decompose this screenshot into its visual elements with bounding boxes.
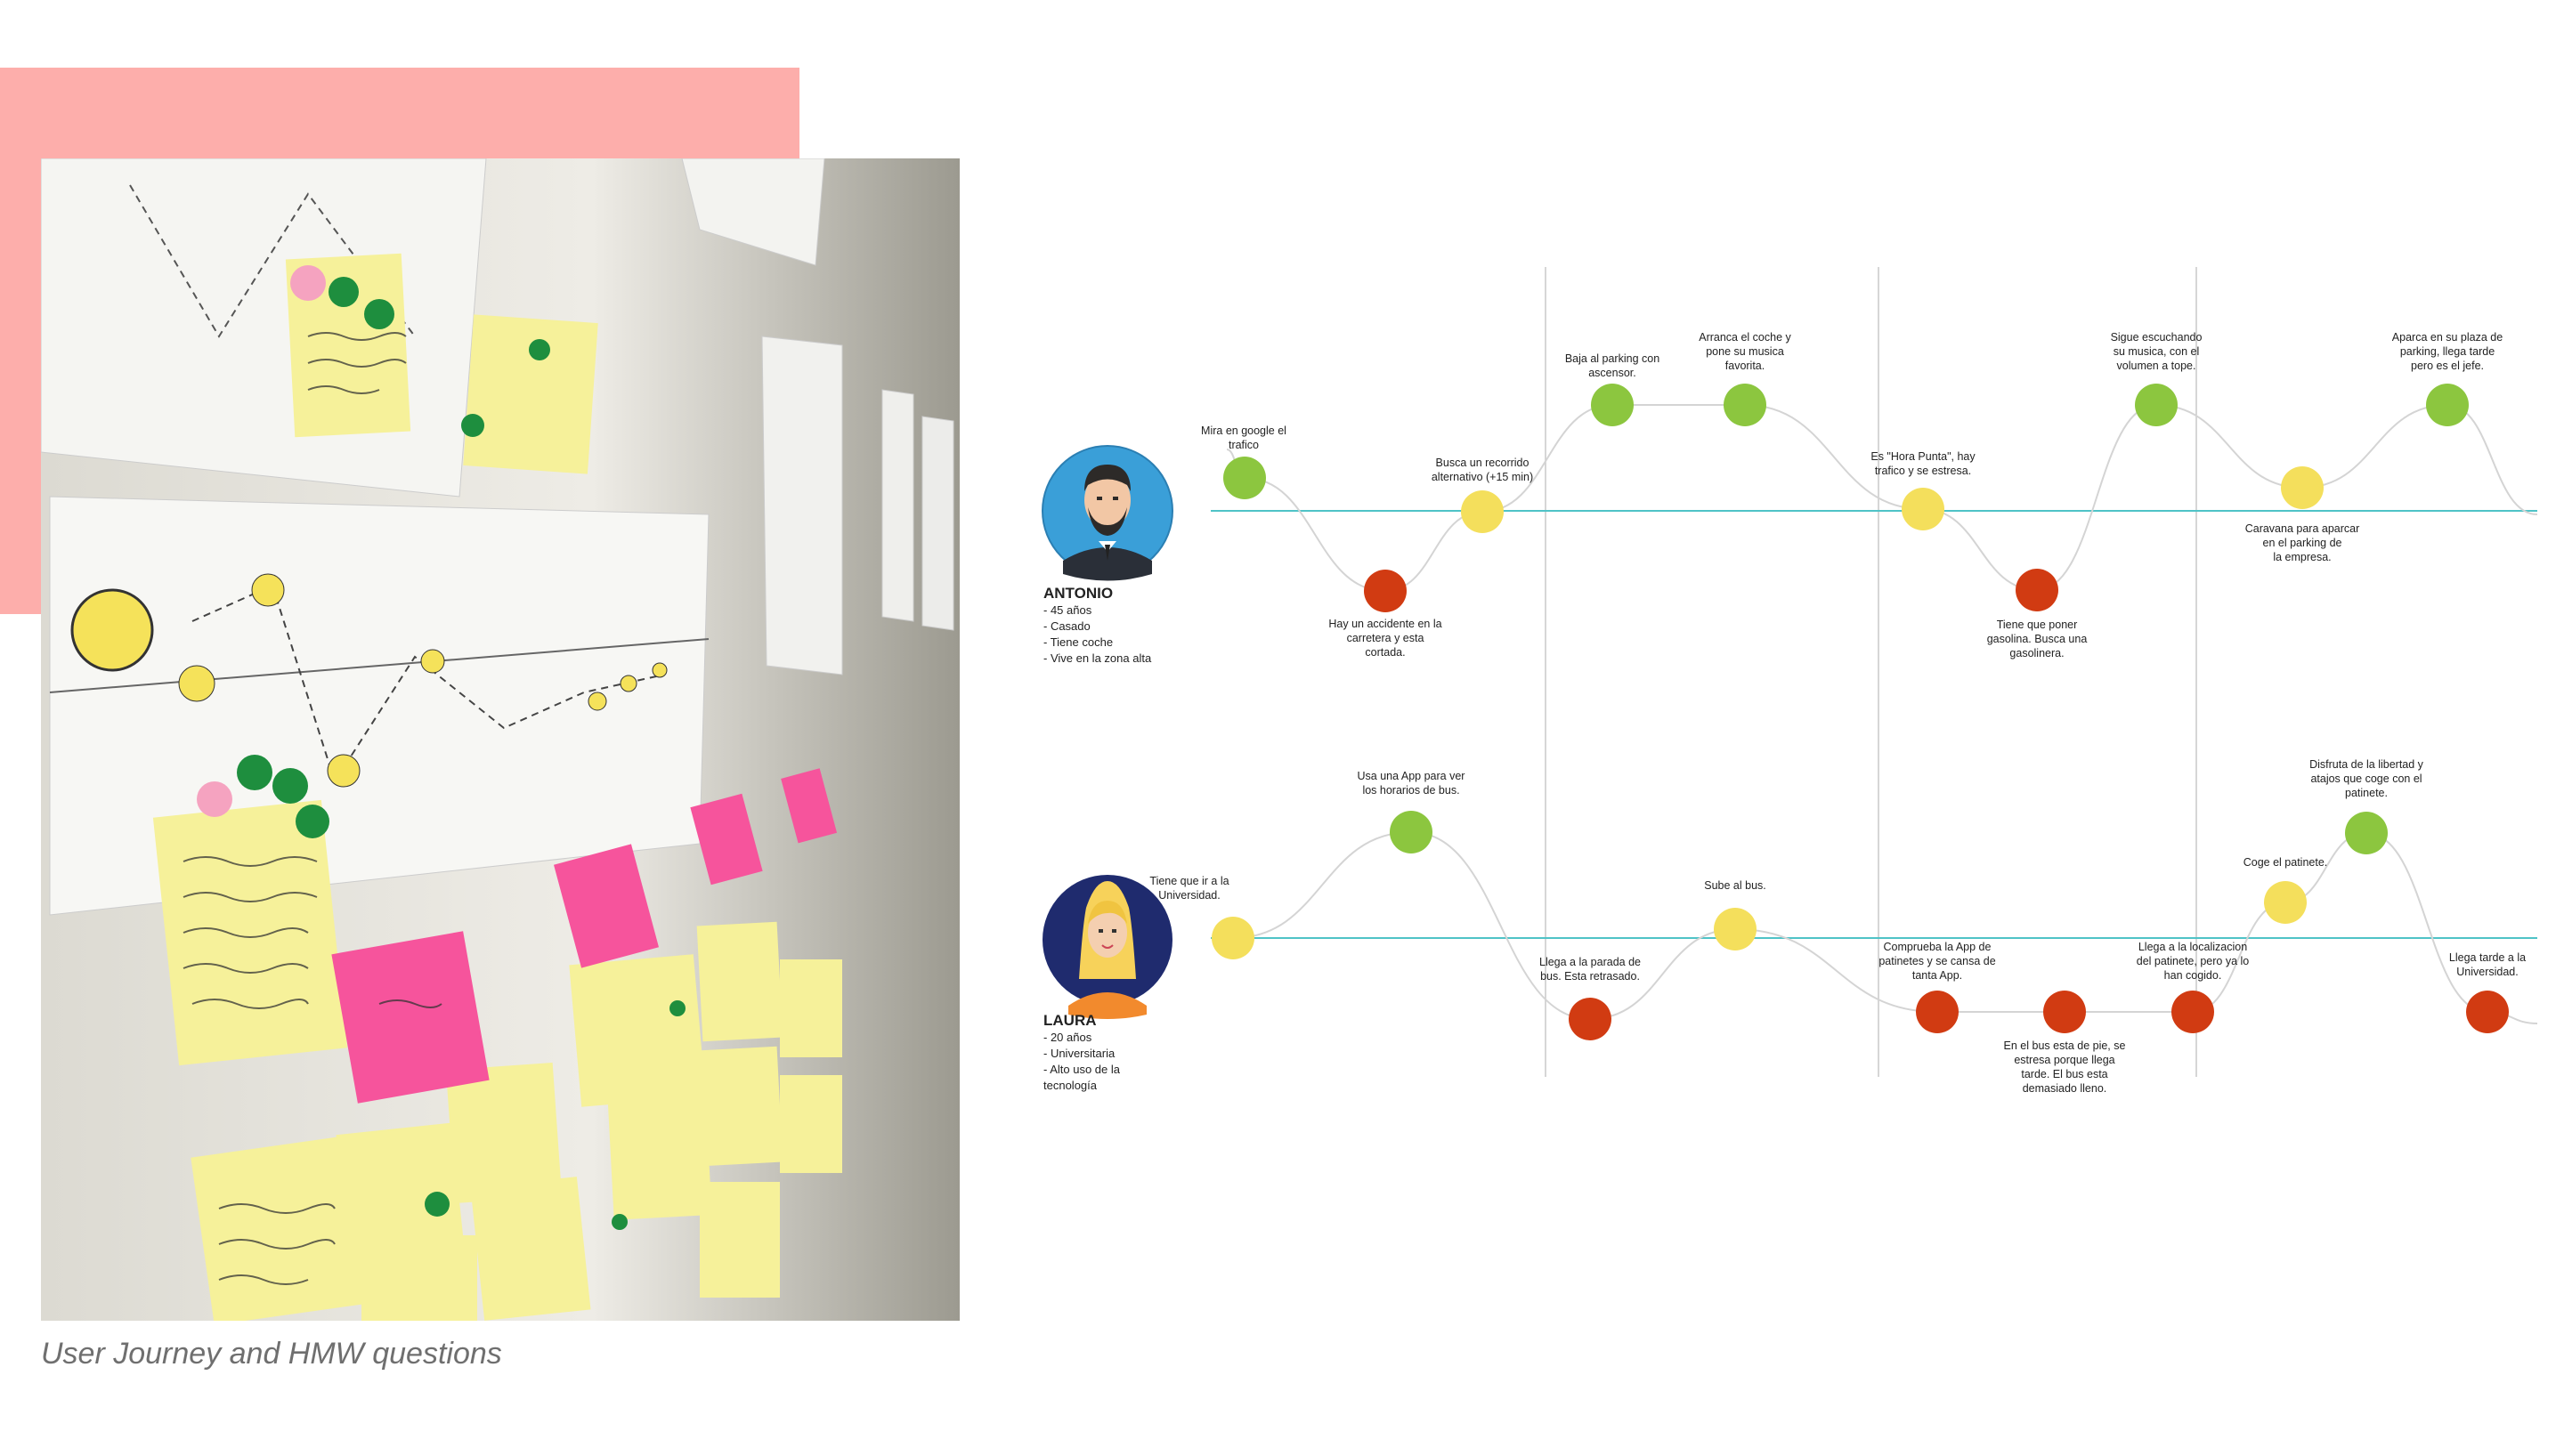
- laura-journey-point-bad: [1916, 991, 1959, 1033]
- laura-journey-point-neutral: [1714, 908, 1757, 950]
- antonio-emotion-curve: [1226, 403, 2538, 593]
- antonio-name: ANTONIO: [1043, 585, 1113, 602]
- laura-detail: - Alto uso de la: [1043, 1063, 1121, 1076]
- laura-journey-point-neutral: [1212, 917, 1254, 959]
- antonio-journey-point-bad: [1364, 570, 1407, 612]
- laura-journey-point-label: Coge el patinete.: [2244, 856, 2328, 869]
- laura-detail: - 20 años: [1043, 1031, 1092, 1044]
- antonio-avatar: [1042, 445, 1173, 581]
- laura-journey-point-bad: [2043, 991, 2086, 1033]
- photo-caption: User Journey and HMW questions: [41, 1337, 502, 1371]
- antonio-journey-point-bad: [2016, 569, 2058, 611]
- laura-journey-point-bad: [2466, 991, 2509, 1033]
- antonio-journey-point-good: [1724, 384, 1766, 426]
- laura-journey-point-bad: [2171, 991, 2214, 1033]
- antonio-detail: - Vive en la zona alta: [1043, 651, 1152, 665]
- laura-emotion-curve: [1232, 830, 2538, 1024]
- antonio-journey-point-neutral: [2281, 466, 2324, 509]
- laura-detail: tecnología: [1043, 1079, 1098, 1092]
- laura-avatar: [1043, 875, 1172, 1019]
- laura-name: LAURA: [1043, 1012, 1097, 1029]
- user-journey-svg: ANTONIO - 45 años - Casado - Tiene coche…: [1042, 267, 2538, 1095]
- antonio-journey-point-good: [2426, 384, 2469, 426]
- laura-journey-point-good: [1390, 811, 1432, 853]
- laura-detail: - Universitaria: [1043, 1047, 1116, 1060]
- antonio-journey-point-neutral: [1902, 488, 1944, 530]
- laura-journey-point-label: Sube al bus.: [1704, 879, 1766, 892]
- antonio-detail: - 45 años: [1043, 603, 1092, 617]
- laura-journey-point-good: [2345, 812, 2388, 854]
- antonio-detail: - Tiene coche: [1043, 635, 1113, 649]
- antonio-journey-point-good: [1223, 457, 1266, 499]
- laura-journey-point-neutral: [2264, 881, 2307, 924]
- laura-journey-point-bad: [1569, 998, 1611, 1040]
- workshop-photo-illustration: [41, 158, 960, 1321]
- antonio-detail: - Casado: [1043, 619, 1091, 633]
- workshop-photo: [41, 158, 960, 1321]
- antonio-journey-point-neutral: [1461, 490, 1504, 533]
- user-journey-map: ANTONIO - 45 años - Casado - Tiene coche…: [1033, 267, 2546, 1161]
- antonio-journey-point-good: [1591, 384, 1634, 426]
- antonio-journey-point-good: [2135, 384, 2178, 426]
